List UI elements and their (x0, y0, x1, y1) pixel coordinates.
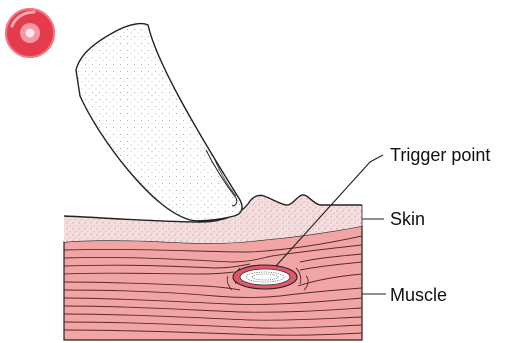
muscle-label: Muscle (390, 285, 447, 305)
trigger-point-label: Trigger point (390, 145, 490, 165)
disc-icon (5, 8, 55, 58)
trigger-point-nodule (233, 265, 297, 289)
skin-label: Skin (390, 209, 425, 229)
finger (70, 20, 250, 225)
